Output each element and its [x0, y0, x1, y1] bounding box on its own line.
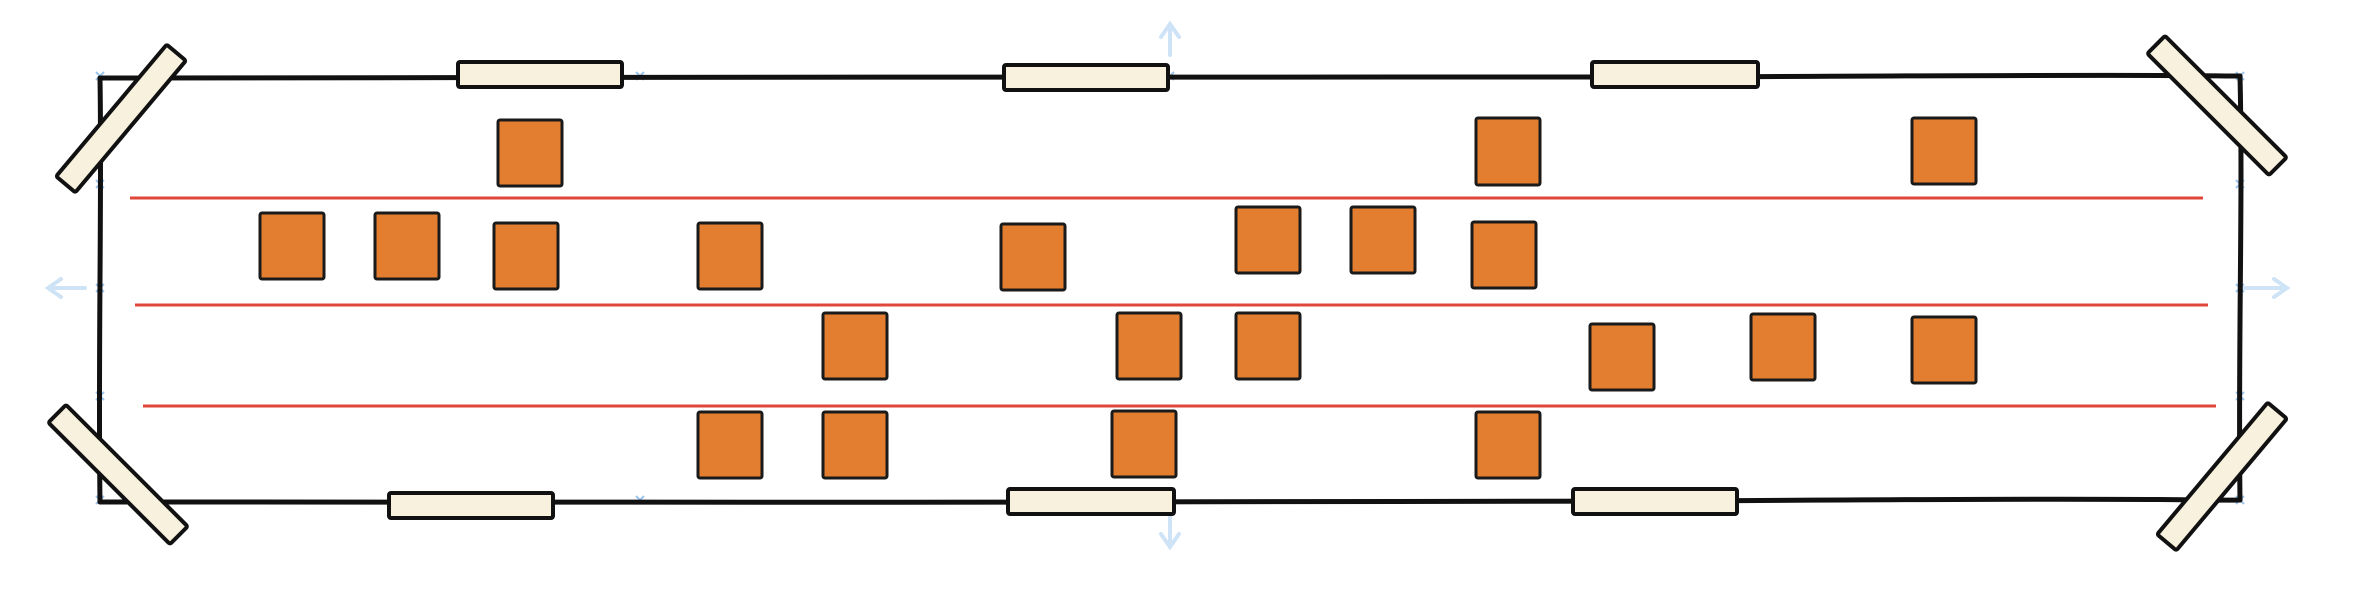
resize-handle-left-icon[interactable] — [44, 277, 87, 299]
edge-bar-bottom-2[interactable] — [1006, 487, 1176, 516]
corner-bar-bottom-right[interactable] — [2155, 401, 2289, 552]
orange-box[interactable] — [1349, 205, 1417, 275]
orange-box[interactable] — [1910, 116, 1978, 186]
edge-bar-top-1[interactable] — [456, 60, 624, 89]
orange-box[interactable] — [1234, 311, 1302, 381]
corner-bar-top-left[interactable] — [54, 43, 188, 194]
orange-box[interactable] — [1110, 409, 1178, 479]
orange-box[interactable] — [1910, 315, 1978, 385]
edge-bar-bottom-1[interactable] — [387, 491, 555, 520]
edge-bars — [47, 34, 2289, 552]
orange-box[interactable] — [373, 211, 441, 281]
orange-box[interactable] — [1470, 220, 1538, 290]
corner-bar-top-right[interactable] — [2146, 34, 2288, 177]
orange-box[interactable] — [1588, 322, 1656, 392]
orange-box[interactable] — [258, 211, 326, 281]
orange-box[interactable] — [1749, 312, 1817, 382]
edge-bar-top-2[interactable] — [1002, 63, 1170, 92]
resize-handle-top-icon[interactable] — [1159, 20, 1181, 57]
orange-box[interactable] — [696, 221, 764, 291]
orange-box[interactable] — [1234, 205, 1302, 275]
resize-handle-right-icon[interactable] — [2243, 277, 2291, 299]
orange-box[interactable] — [821, 410, 889, 480]
orange-box[interactable] — [1474, 410, 1542, 480]
edge-bar-bottom-3[interactable] — [1571, 487, 1739, 516]
orange-box[interactable] — [821, 311, 889, 381]
orange-box[interactable] — [492, 221, 560, 291]
lane-dividers — [130, 196, 2216, 408]
edge-bar-top-3[interactable] — [1590, 60, 1760, 89]
orange-boxes — [258, 116, 1978, 480]
orange-box[interactable] — [496, 118, 564, 188]
orange-box[interactable] — [999, 222, 1067, 292]
orange-box[interactable] — [1115, 311, 1183, 381]
orange-box[interactable] — [696, 410, 764, 480]
corner-bar-bottom-left[interactable] — [47, 403, 189, 546]
orange-box[interactable] — [1474, 116, 1542, 187]
